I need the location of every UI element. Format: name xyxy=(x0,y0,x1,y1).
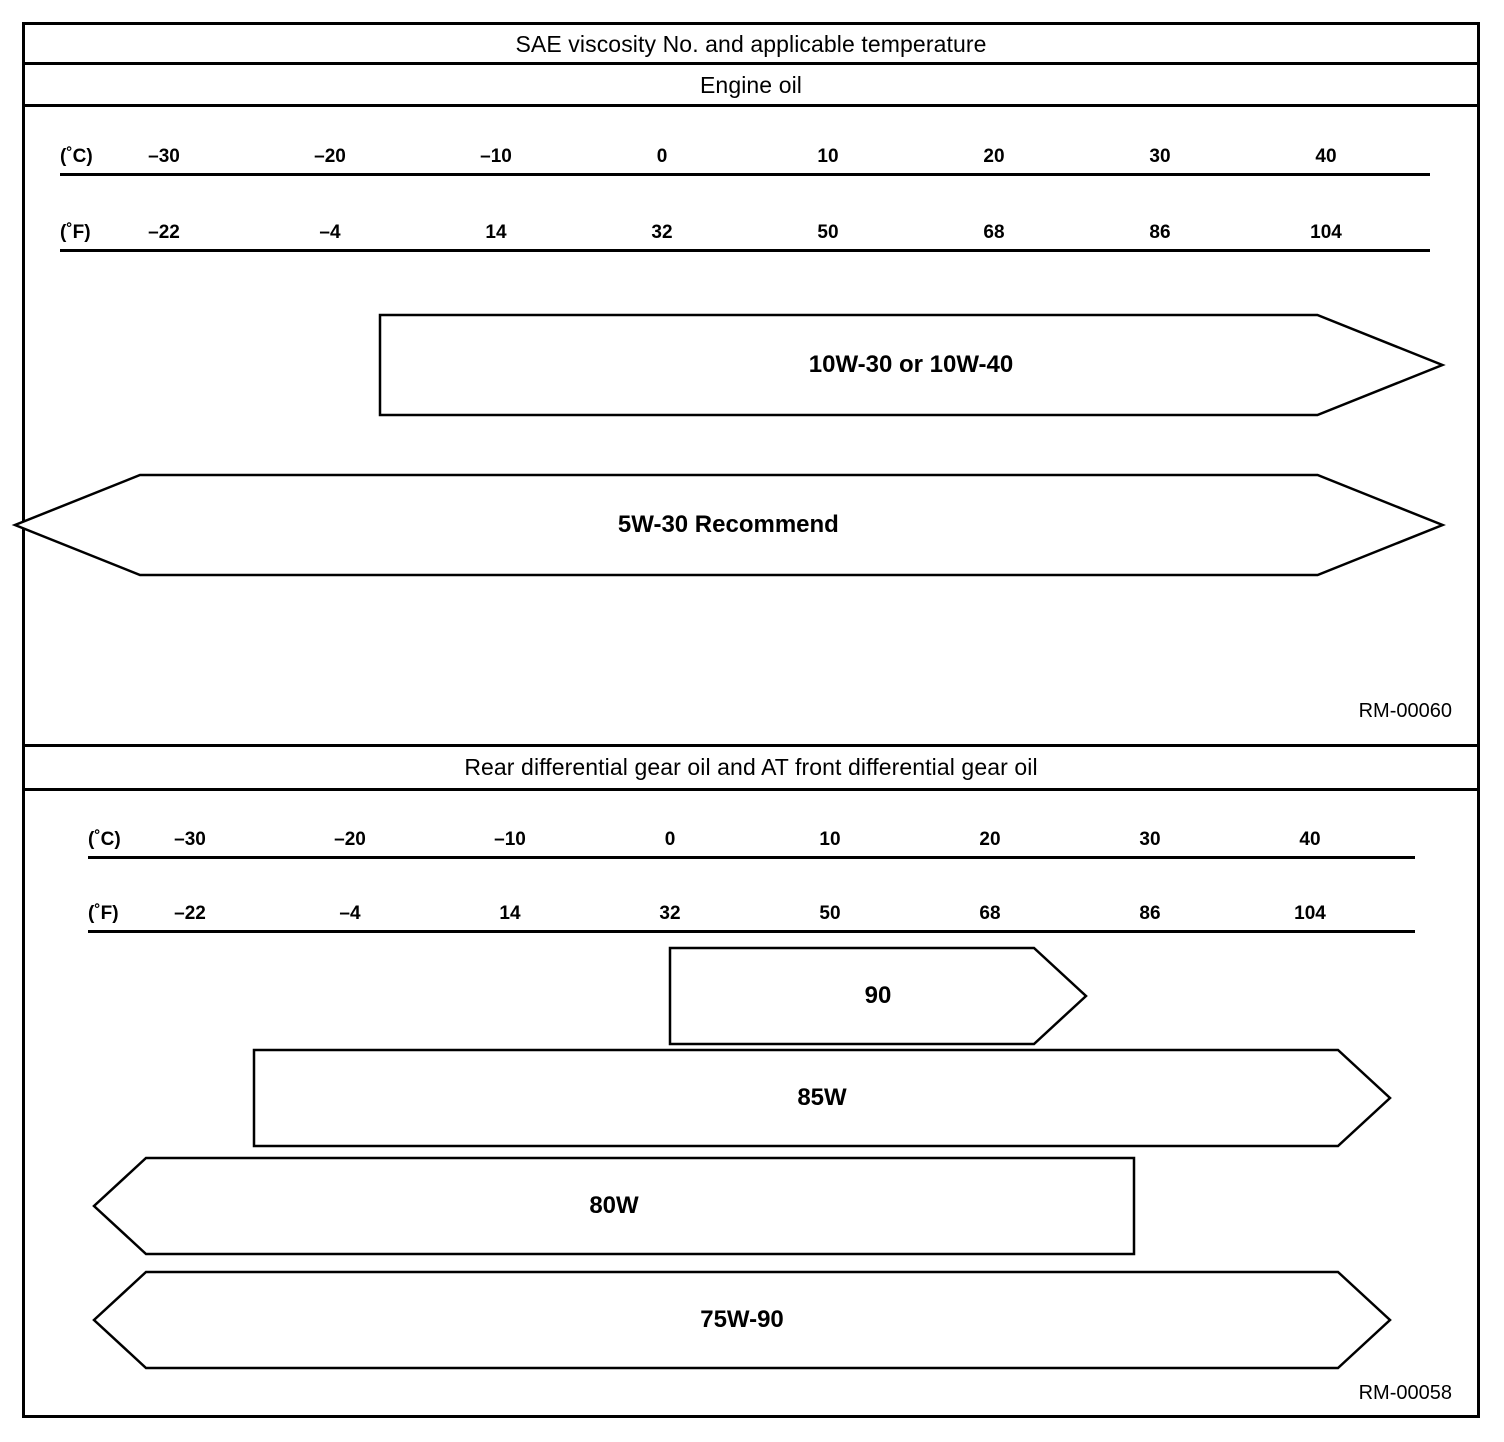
viscosity-bar-shape xyxy=(252,1048,1392,1148)
tick-label: –10 xyxy=(480,146,512,167)
viscosity-bar-label: 5W-30 Recommend xyxy=(617,511,839,538)
tick-label: –30 xyxy=(174,829,206,850)
reference-code-engine: RM-00060 xyxy=(1358,700,1452,722)
rule-below-gear-heading xyxy=(25,788,1477,791)
tick-label: –30 xyxy=(148,146,180,167)
tick-label: 68 xyxy=(979,903,1001,924)
tick-label: 10 xyxy=(817,146,839,167)
tick-label: –10 xyxy=(494,829,526,850)
viscosity-bar-label: 85W xyxy=(797,1084,847,1111)
scale-axis-line xyxy=(60,249,1430,252)
tick-label: 14 xyxy=(485,222,507,243)
viscosity-bar-label: 90 xyxy=(864,982,892,1009)
scale-axis-line xyxy=(60,173,1430,176)
tick-label: 32 xyxy=(659,903,681,924)
viscosity-bar-label: 75W-90 xyxy=(700,1306,784,1333)
viscosity-bar-label: 80W xyxy=(589,1192,639,1219)
tick-label: –22 xyxy=(174,903,206,924)
tick-label: 20 xyxy=(979,829,1001,850)
tick-label: –22 xyxy=(148,222,180,243)
viscosity-bar-shape xyxy=(92,1270,1392,1370)
panel-heading-gear-oil: Rear differential gear oil and AT front … xyxy=(464,754,1038,780)
tick-label: 0 xyxy=(664,829,676,850)
tick-label: 30 xyxy=(1149,146,1171,167)
tick-label: 86 xyxy=(1139,903,1161,924)
tick-label: –4 xyxy=(319,222,341,243)
viscosity-bar-label: 10W-30 or 10W-40 xyxy=(808,351,1014,378)
scale-axis-line xyxy=(88,930,1415,933)
scale-axis-line xyxy=(88,856,1415,859)
rule-above-gear-heading xyxy=(25,744,1477,747)
tick-label: 20 xyxy=(983,146,1005,167)
document-title: SAE viscosity No. and applicable tempera… xyxy=(515,31,987,57)
unit-label-celsius: (˚C) xyxy=(60,146,93,167)
panel-heading-engine-oil: Engine oil xyxy=(699,72,803,98)
viscosity-bar-shape xyxy=(668,946,1088,1046)
unit-label-fahrenheit: (˚F) xyxy=(60,222,91,243)
reference-code-gear: RM-00058 xyxy=(1358,1382,1452,1404)
tick-label: 10 xyxy=(819,829,841,850)
tick-label: 50 xyxy=(819,903,841,924)
tick-label: 14 xyxy=(499,903,521,924)
tick-label: 0 xyxy=(656,146,668,167)
tick-label: –4 xyxy=(339,903,361,924)
rule-below-engine-heading xyxy=(25,104,1477,107)
tick-label: 104 xyxy=(1294,903,1326,924)
tick-label: 104 xyxy=(1310,222,1342,243)
tick-label: 32 xyxy=(651,222,673,243)
viscosity-bar-shape xyxy=(92,1156,1136,1256)
tick-label: –20 xyxy=(314,146,346,167)
viscosity-bar-shape xyxy=(11,473,1446,577)
outer-border xyxy=(22,22,1480,1418)
tick-label: 50 xyxy=(817,222,839,243)
tick-label: 86 xyxy=(1149,222,1171,243)
viscosity-bar-shape xyxy=(378,313,1446,417)
tick-label: 40 xyxy=(1315,146,1337,167)
unit-label-celsius: (˚C) xyxy=(88,829,121,850)
rule-below-title xyxy=(25,62,1477,65)
tick-label: 30 xyxy=(1139,829,1161,850)
tick-label: 40 xyxy=(1299,829,1321,850)
unit-label-fahrenheit: (˚F) xyxy=(88,903,119,924)
tick-label: 68 xyxy=(983,222,1005,243)
tick-label: –20 xyxy=(334,829,366,850)
